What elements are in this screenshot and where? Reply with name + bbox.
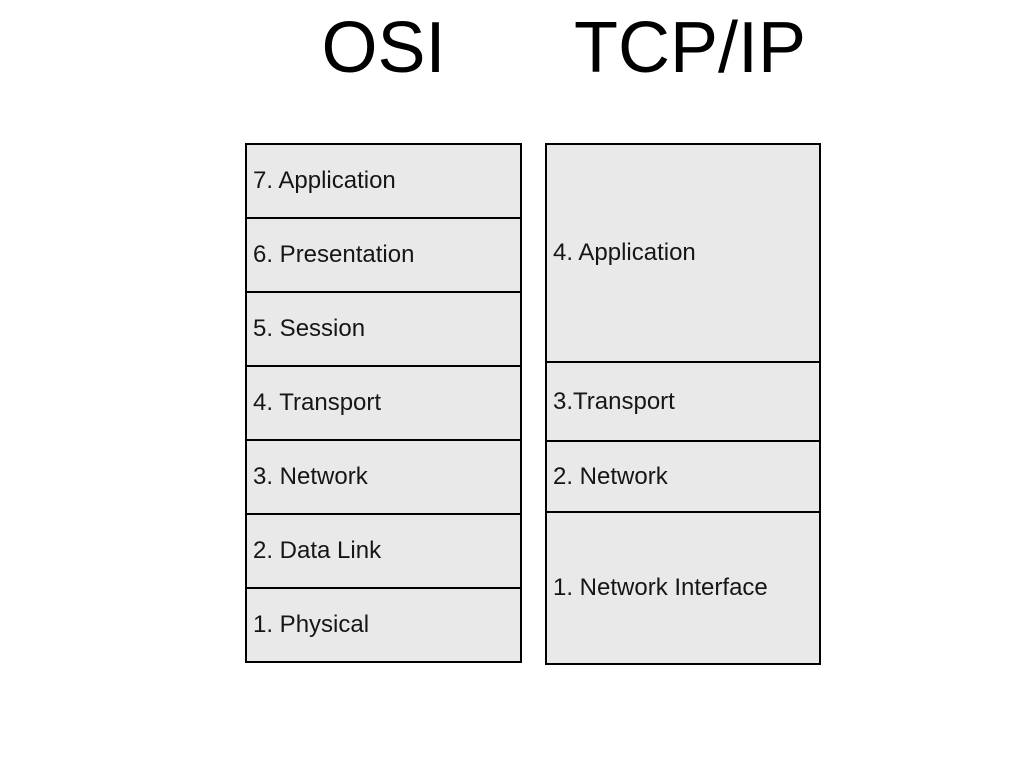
tcpip-layer-4-application: 4. Application (547, 145, 819, 363)
osi-layer-6-presentation: 6. Presentation (247, 219, 520, 293)
osi-stack: 7. Application 6. Presentation 5. Sessio… (245, 143, 522, 663)
tcpip-layer-3-transport: 3.Transport (547, 363, 819, 442)
tcpip-stack: 4. Application 3.Transport 2. Network 1.… (545, 143, 821, 665)
osi-layer-3-network: 3. Network (247, 441, 520, 515)
osi-layer-5-session: 5. Session (247, 293, 520, 367)
osi-layer-2-data-link: 2. Data Link (247, 515, 520, 589)
osi-layer-4-transport: 4. Transport (247, 367, 520, 441)
osi-layer-1-physical: 1. Physical (253, 611, 370, 638)
tcpip-layer-2-network: 2. Network (547, 442, 819, 513)
tcpip-layer-1-network-interface: 1. Network Interface (553, 574, 768, 601)
osi-title: OSI (321, 8, 446, 88)
tcpip-title: TCP/IP (573, 8, 807, 88)
osi-layer-7-application: 7. Application (247, 145, 520, 219)
